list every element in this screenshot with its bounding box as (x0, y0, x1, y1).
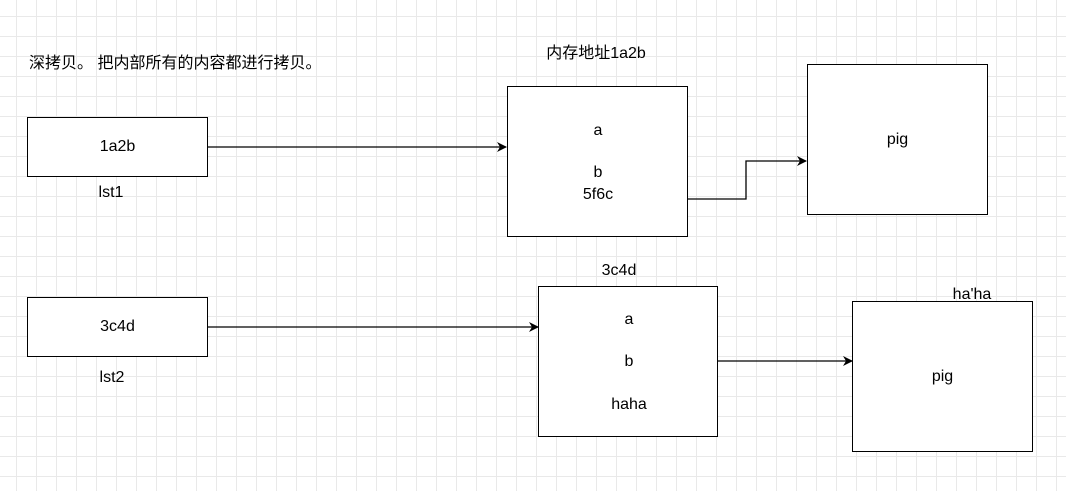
lst1-reference-value: 1a2b (99, 138, 136, 155)
list2-item-a: a (624, 311, 634, 328)
pig1-box[interactable]: pig (807, 64, 988, 215)
list2-address-label: 3c4d (601, 262, 637, 279)
lst2-reference-value: 3c4d (100, 318, 135, 335)
list2-memory-box[interactable]: a b haha (538, 286, 718, 437)
list2-item-b: b (624, 353, 634, 370)
pig1-value: pig (886, 130, 909, 148)
pig2-header-label: ha'ha (952, 286, 992, 303)
lst1-reference-box[interactable]: 1a2b (27, 117, 208, 177)
pig2-value: pig (931, 367, 954, 385)
lst1-label: lst1 (98, 184, 124, 201)
lst2-label: lst2 (99, 369, 125, 386)
list1-address-label: 内存地址1a2b (546, 45, 646, 62)
list1-item-b: b (593, 164, 603, 181)
list1-item-a: a (593, 122, 603, 139)
list1-memory-box[interactable]: a b 5f6c (507, 86, 688, 237)
arrow-list1-to-pig1 (688, 156, 807, 200)
list1-item-ref: 5f6c (582, 186, 614, 203)
pig2-box[interactable]: pig (852, 301, 1033, 452)
title-note: 深拷贝。 把内部所有的内容都进行拷贝。 (29, 55, 322, 72)
lst2-reference-box[interactable]: 3c4d (27, 297, 208, 357)
list2-item-ref: haha (611, 396, 647, 413)
